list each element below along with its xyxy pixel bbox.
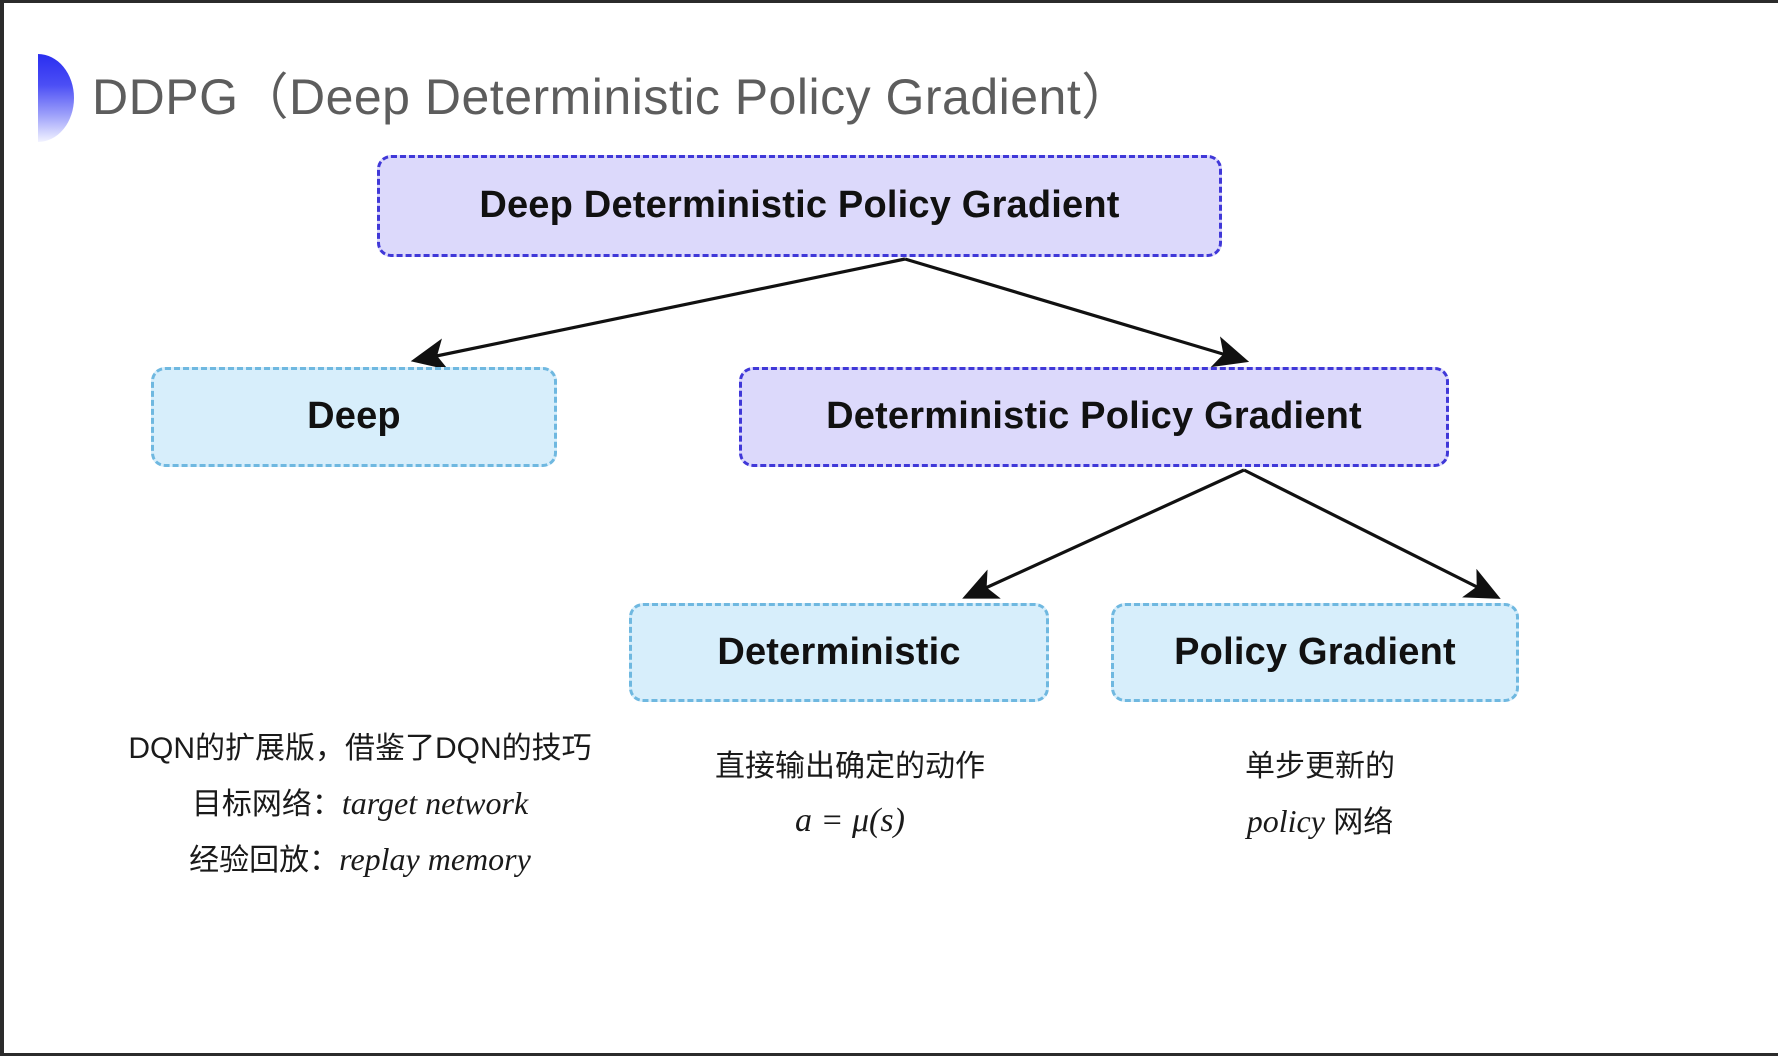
annotation-policy-gradient-line1: 单步更新的: [1245, 750, 1395, 783]
annotation-deterministic-formula: a = μ(s): [795, 802, 905, 839]
node-deep-label: Deep: [307, 395, 401, 438]
annotation-deep-line2: 目标网络：target network: [80, 776, 640, 832]
title-bullet-icon: [38, 54, 74, 142]
annotation-deterministic: 直接输出确定的动作 a = μ(s): [640, 740, 1060, 848]
node-deterministic-policy-gradient[interactable]: Deterministic Policy Gradient: [739, 367, 1449, 467]
annotation-policy-gradient-term: policy: [1246, 803, 1325, 839]
annotation-policy-gradient-tail: 网络: [1324, 806, 1394, 839]
annotation-deep: DQN的扩展版，借鉴了DQN的技巧 目标网络：target network 经验…: [80, 722, 640, 888]
annotation-deep-line3-label: 经验回放：: [189, 844, 340, 877]
arrow-root-to-dpg: [904, 257, 1250, 368]
node-dpg-label: Deterministic Policy Gradient: [826, 395, 1362, 438]
node-deterministic-label: Deterministic: [717, 630, 961, 673]
node-root[interactable]: Deep Deterministic Policy Gradient: [377, 155, 1222, 257]
annotation-deterministic-line1: 直接输出确定的动作: [715, 750, 985, 783]
node-deep[interactable]: Deep: [151, 367, 557, 467]
node-root-label: Deep Deterministic Policy Gradient: [479, 184, 1120, 227]
node-policy-gradient-label: Policy Gradient: [1174, 630, 1456, 673]
node-policy-gradient[interactable]: Policy Gradient: [1111, 603, 1519, 702]
annotation-deep-line2-label: 目标网络：: [191, 788, 342, 821]
node-deterministic[interactable]: Deterministic: [629, 603, 1049, 702]
annotation-deep-line3: 经验回放：replay memory: [80, 832, 640, 888]
annotation-policy-gradient: 单步更新的 policy 网络: [1130, 740, 1510, 850]
slide-frame-top: [0, 0, 1778, 3]
arrow-dpg-to-deterministic: [962, 468, 1245, 599]
annotation-deep-line3-term: replay memory: [339, 841, 531, 877]
slide-frame-bottom: [0, 1053, 1778, 1056]
annotation-deep-line2-term: target network: [341, 785, 529, 821]
page-title: DDPG（Deep Deterministic Policy Gradient）: [92, 69, 1132, 125]
arrow-dpg-to-policy-gradient: [1243, 468, 1501, 599]
annotation-deep-line1: DQN的扩展版，借鉴了DQN的技巧: [128, 732, 592, 765]
slide-frame-left: [0, 0, 4, 1056]
annotation-policy-gradient-line2: policy 网络: [1130, 794, 1510, 850]
arrow-root-to-deep: [410, 257, 906, 370]
